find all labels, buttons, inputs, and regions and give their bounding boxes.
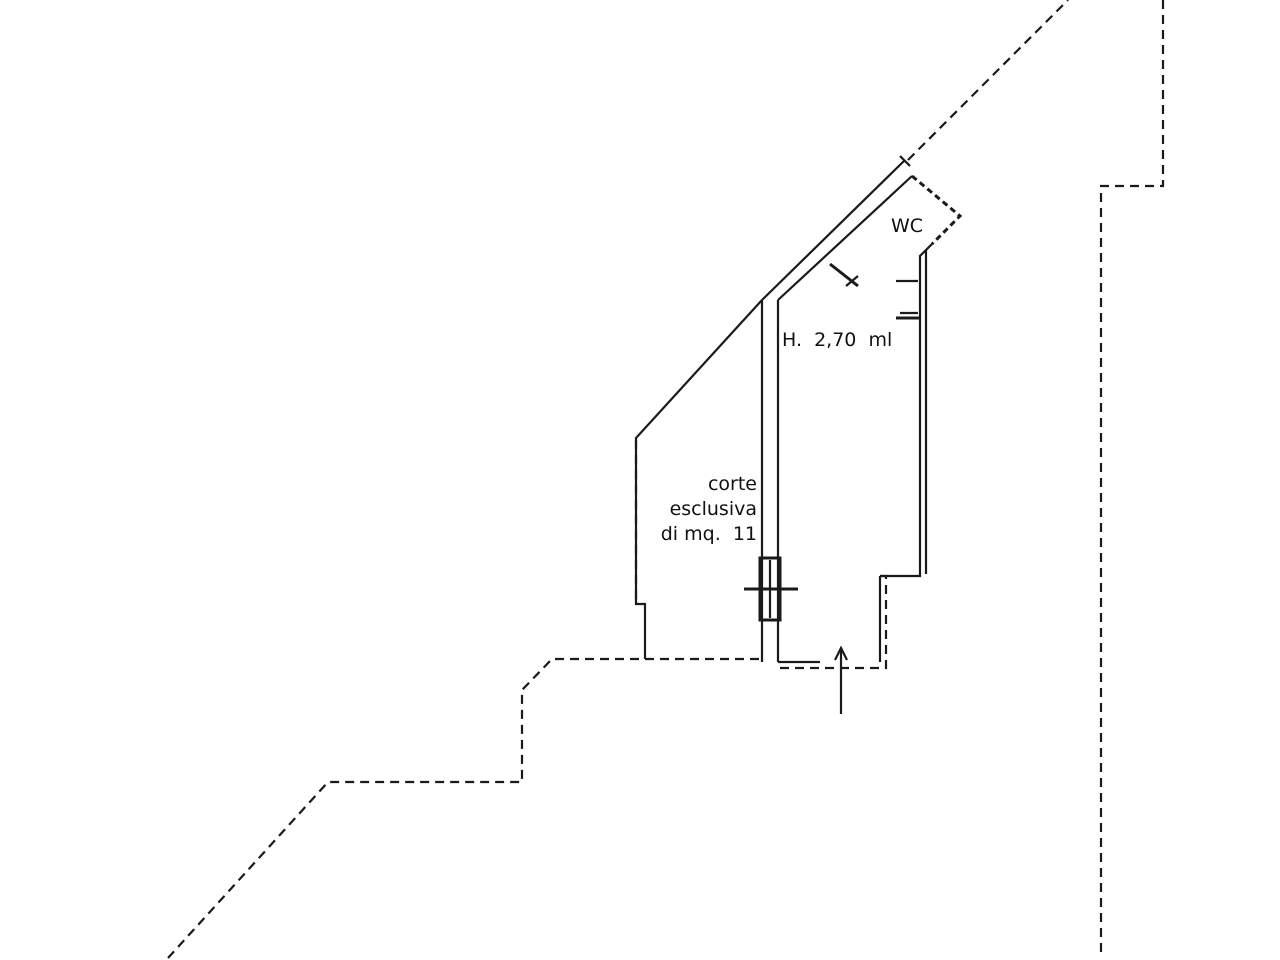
courtyard-label-line3: di mq. 11 — [661, 523, 757, 545]
diagonal-inner-wall — [777, 175, 913, 301]
room-height-label: H. 2,70 ml — [782, 329, 892, 351]
diagonal-outer-wall — [761, 159, 906, 301]
entrance-area-dashed — [778, 574, 888, 670]
wc-enclosure — [911, 174, 963, 246]
property-boundary-right-dashed — [1099, 0, 1165, 958]
courtyard-outline — [634, 299, 763, 659]
wc-door-tick — [845, 275, 859, 287]
courtyard-label-line2: esclusiva — [670, 498, 757, 520]
courtyard-label-line1: corte — [708, 473, 757, 495]
entrance-arrow-head — [834, 645, 848, 661]
property-boundary-dashed — [167, 657, 762, 959]
wc-door-line — [829, 262, 859, 288]
property-boundary-top-dashed — [907, 0, 1069, 161]
diagonal-wall-tick — [899, 155, 911, 167]
wc-label: WC — [891, 215, 923, 237]
room-right-wall — [880, 243, 933, 578]
